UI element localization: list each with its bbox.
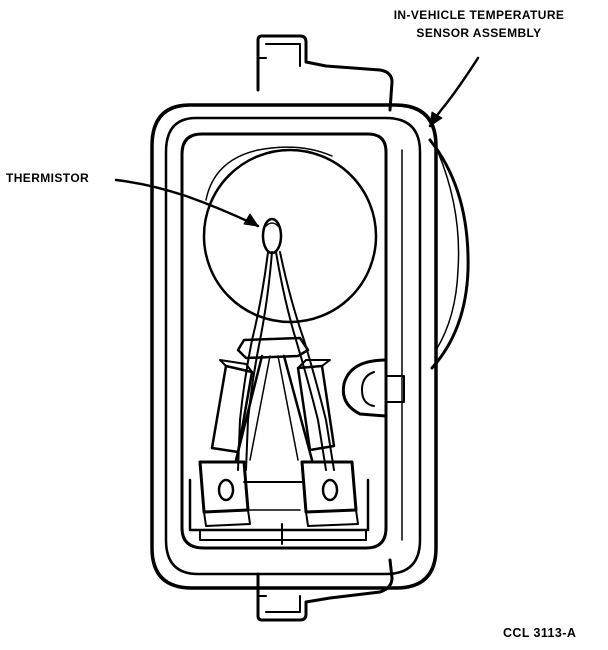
rear-boss bbox=[428, 138, 470, 370]
assembly-label-line2: SENSOR ASSEMBLY bbox=[416, 26, 542, 40]
left-terminal-block bbox=[198, 460, 250, 514]
thermistor-lead-right bbox=[275, 251, 327, 471]
support-post bbox=[236, 336, 310, 360]
housing-rim bbox=[164, 116, 422, 576]
left-terminal-bracket bbox=[210, 364, 254, 454]
side-latch bbox=[341, 358, 388, 418]
top-mounting-tab bbox=[256, 34, 394, 112]
figure-code-label: CCL 3113-A bbox=[503, 626, 577, 640]
thermistor-bead bbox=[261, 217, 283, 255]
housing-opening bbox=[180, 132, 388, 550]
assembly-label: IN-VEHICLE TEMPERATURE SENSOR ASSEMBLY bbox=[384, 6, 574, 42]
thermistor-label: THERMISTOR bbox=[6, 171, 90, 185]
right-terminal-bracket bbox=[296, 364, 336, 452]
thermistor-leader bbox=[114, 178, 260, 228]
housing-outer bbox=[150, 103, 438, 590]
assembly-label-line1: IN-VEHICLE TEMPERATURE bbox=[393, 8, 565, 22]
base-plate bbox=[188, 478, 370, 532]
right-terminal-block bbox=[300, 460, 358, 514]
